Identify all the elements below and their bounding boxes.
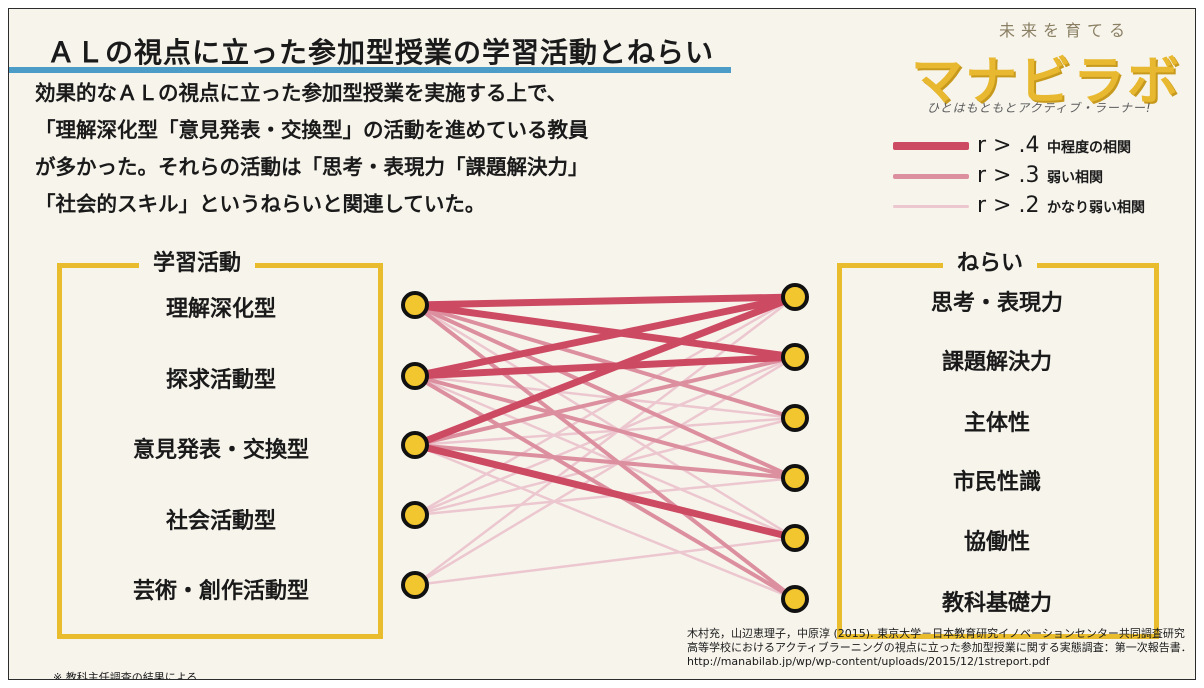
correlation-link xyxy=(413,443,797,480)
aim-node xyxy=(781,343,809,371)
correlation-link xyxy=(413,303,797,420)
aim-node xyxy=(781,464,809,492)
logo-tagline-bottom: ひとはもともとアクティブ・ラーナー! xyxy=(927,101,1152,115)
slide-frame: ＡＬの視点に立った参加型授業の学習活動とねらい 効果的なＡＬの視点に立った参加型… xyxy=(8,8,1196,680)
aim-label: 市民性識 xyxy=(952,470,1041,495)
correlation-link xyxy=(411,441,799,542)
correlation-link xyxy=(413,355,797,517)
correlation-link xyxy=(413,374,797,540)
correlation-link xyxy=(413,476,797,517)
activity-node xyxy=(401,501,429,529)
summary-line: 「理解深化型「意見発表・交換型」の活動を進めている教員 xyxy=(35,118,589,142)
correlation-link xyxy=(411,301,799,361)
citation-line: http://manabilab.jp/wp/wp-content/upload… xyxy=(687,655,1050,668)
correlation-link xyxy=(411,293,799,309)
aim-node xyxy=(781,585,809,613)
activity-label: 意見発表・交換型 xyxy=(132,438,309,463)
activity-node xyxy=(401,291,429,319)
correlation-link xyxy=(413,374,797,420)
aim-node xyxy=(781,283,809,311)
legend-label: r > .2 xyxy=(977,193,1040,218)
legend-desc: 弱い相関 xyxy=(1047,170,1103,186)
aim-node xyxy=(781,404,809,432)
summary-line: 効果的なＡＬの視点に立った参加型授業を実施する上で、 xyxy=(35,81,568,105)
correlation-link xyxy=(413,536,797,587)
legend-line-strong xyxy=(893,142,969,150)
correlation-link xyxy=(413,303,797,480)
activity-label: 芸術・創作活動型 xyxy=(132,579,309,604)
activity-label: 探求活動型 xyxy=(165,368,276,393)
legend-label: r > .4 xyxy=(977,133,1040,158)
correlation-link xyxy=(413,443,797,601)
summary-text: 効果的なＡＬの視点に立った参加型授業を実施する上で、 「理解深化型「意見発表・交… xyxy=(35,75,589,223)
correlation-link xyxy=(413,416,797,517)
summary-line: が多かった。それらの活動は「思考・表現力「課題解決力」 xyxy=(35,155,589,179)
aim-label: 課題解決力 xyxy=(941,350,1052,375)
correlation-link xyxy=(413,295,797,517)
brand-logo: マナビラボ xyxy=(911,52,1182,112)
activity-label: 社会活動型 xyxy=(165,509,276,534)
summary-line: 「社会的スキル」というねらいと関連していた。 xyxy=(35,192,486,216)
logo-tagline-top: 未来を育てる xyxy=(999,21,1132,40)
correlation-link xyxy=(411,353,799,380)
aim-label: 主体性 xyxy=(963,411,1030,436)
activity-node xyxy=(401,362,429,390)
correlation-link xyxy=(411,293,799,380)
legend-desc: かなり弱い相関 xyxy=(1047,200,1145,216)
citation: 木村充，山辺恵理子，中原淳 (2015). 東京大学－日本教育研究イノベーション… xyxy=(687,627,1192,669)
correlation-link xyxy=(413,303,797,540)
correlation-link xyxy=(413,303,797,601)
legend-line-very-weak xyxy=(893,205,969,208)
slide-title: ＡＬの視点に立った参加型授業の学習活動とねらい xyxy=(47,36,715,69)
aim-label: 協働性 xyxy=(963,530,1030,555)
correlation-links xyxy=(401,283,809,613)
aim-label: 教科基礎力 xyxy=(941,591,1052,616)
activities-title: 学習活動 xyxy=(139,245,256,277)
correlation-link xyxy=(413,374,797,480)
correlation-link xyxy=(413,355,797,587)
aim-label: 思考・表現力 xyxy=(930,291,1063,316)
activity-node xyxy=(401,571,429,599)
correlation-link xyxy=(413,355,797,447)
aim-node xyxy=(781,524,809,552)
citation-line: 木村充，山辺恵理子，中原淳 (2015). 東京大学－日本教育研究イノベーション… xyxy=(687,627,1185,640)
footnote: ※ 教科主任調査の結果による xyxy=(53,671,198,680)
legend-label: r > .3 xyxy=(977,163,1040,188)
aims-title: ねらい xyxy=(943,245,1038,277)
activity-label: 理解深化型 xyxy=(165,297,276,322)
legend-line-weak xyxy=(893,174,969,179)
citation-line: 高等学校におけるアクティブラーニングの視点に立った参加型授業に関する実態調査：第… xyxy=(687,641,1192,654)
correlation-link xyxy=(413,416,797,447)
activity-node xyxy=(401,431,429,459)
correlation-link xyxy=(413,374,797,601)
correlation-link xyxy=(411,293,799,449)
legend-desc: 中程度の相関 xyxy=(1047,140,1131,156)
title-underline xyxy=(9,67,731,73)
